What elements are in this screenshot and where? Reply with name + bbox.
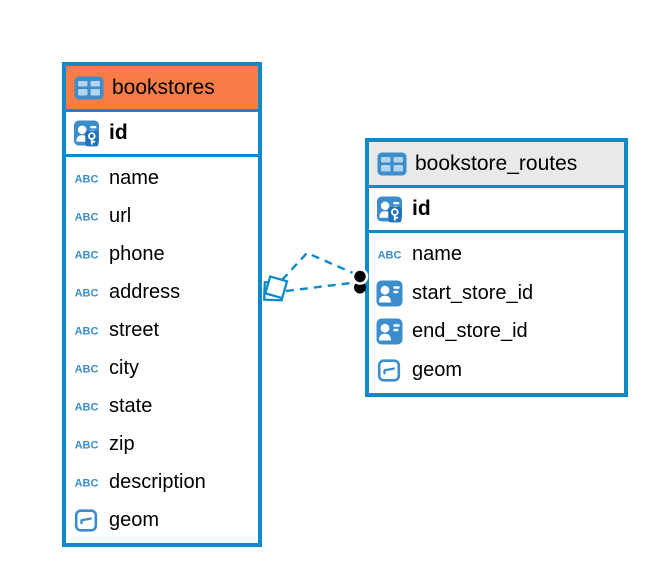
svg-text:ABC: ABC	[75, 364, 99, 376]
table-title: bookstores	[112, 75, 215, 99]
person-reference-icon	[376, 318, 403, 345]
person-key-icon	[376, 195, 403, 222]
column-name: street	[109, 318, 160, 341]
column-name: url	[109, 204, 132, 227]
diamond-back	[263, 281, 284, 302]
geometry-icon	[377, 359, 401, 382]
text-abc-icon: ABC	[75, 173, 99, 185]
svg-text:ABC: ABC	[378, 249, 402, 261]
table-bookstores-header[interactable]: bookstores	[66, 66, 258, 112]
column-name: city	[109, 357, 139, 380]
column-row[interactable]: ABC address	[66, 273, 258, 311]
column-row[interactable]: geom	[66, 502, 258, 540]
text-abc-icon: ABC	[75, 364, 99, 376]
column-name: phone	[109, 242, 165, 265]
text-abc-icon: ABC	[75, 249, 99, 261]
column-row[interactable]: geom	[369, 351, 624, 390]
svg-text:ABC: ABC	[75, 173, 99, 185]
column-row[interactable]: ABC phone	[66, 235, 258, 273]
text-abc-icon: ABC	[378, 249, 402, 261]
column-name: end_store_id	[412, 320, 528, 343]
table-bookstore-routes[interactable]: bookstore_routes id ABC name	[365, 138, 628, 397]
svg-text:ABC: ABC	[75, 287, 99, 299]
text-abc-icon: ABC	[75, 478, 99, 490]
table-bookstores[interactable]: bookstores id ABC name ABC url	[62, 62, 262, 547]
svg-text:ABC: ABC	[75, 402, 99, 414]
table-title: bookstore_routes	[415, 151, 578, 175]
text-abc-icon: ABC	[75, 325, 99, 337]
svg-text:ABC: ABC	[75, 478, 99, 490]
table-bookstore-routes-header[interactable]: bookstore_routes	[369, 142, 624, 188]
column-name: description	[109, 471, 206, 494]
person-key-icon	[73, 119, 100, 146]
column-row[interactable]: ABC description	[66, 464, 258, 502]
column-name: name	[412, 242, 463, 265]
column-row[interactable]: start_store_id	[369, 274, 624, 313]
column-row[interactable]: ABC city	[66, 349, 258, 387]
column-row-pk[interactable]: id	[66, 112, 258, 157]
svg-text:ABC: ABC	[75, 249, 99, 261]
column-row[interactable]: ABC street	[66, 311, 258, 349]
column-name: id	[109, 121, 128, 144]
column-row[interactable]: ABC name	[369, 235, 624, 274]
text-abc-icon: ABC	[75, 287, 99, 299]
column-name: zip	[109, 433, 135, 456]
column-row[interactable]: ABC url	[66, 197, 258, 235]
text-abc-icon: ABC	[75, 402, 99, 414]
column-row[interactable]: ABC name	[66, 159, 258, 197]
table-icon	[74, 76, 104, 99]
column-row[interactable]: ABC state	[66, 388, 258, 426]
column-name: id	[412, 197, 431, 220]
text-abc-icon: ABC	[75, 440, 99, 452]
relationship-source-diamond-marker[interactable]	[263, 275, 289, 302]
svg-text:ABC: ABC	[75, 325, 99, 337]
column-row[interactable]: ABC zip	[66, 426, 258, 464]
column-name: geom	[109, 509, 160, 532]
diamond-front	[263, 275, 289, 300]
column-row[interactable]: end_store_id	[369, 313, 624, 352]
column-row-pk[interactable]: id	[369, 188, 624, 233]
text-abc-icon: ABC	[75, 211, 99, 223]
geometry-icon	[74, 509, 98, 532]
relationship-line[interactable]	[281, 251, 354, 281]
column-name: state	[109, 395, 153, 418]
svg-text:ABC: ABC	[75, 440, 99, 452]
svg-text:ABC: ABC	[75, 211, 99, 223]
person-reference-icon	[376, 280, 403, 307]
column-list: ABC name start_store_id	[369, 233, 624, 393]
column-name: start_store_id	[412, 281, 534, 304]
column-name: address	[109, 280, 181, 303]
column-list: ABC name ABC url ABC phone ABC address A…	[66, 157, 258, 543]
column-name: name	[109, 166, 160, 189]
column-name: geom	[412, 359, 463, 382]
relationship-line[interactable]	[285, 281, 352, 293]
table-icon	[377, 152, 407, 175]
